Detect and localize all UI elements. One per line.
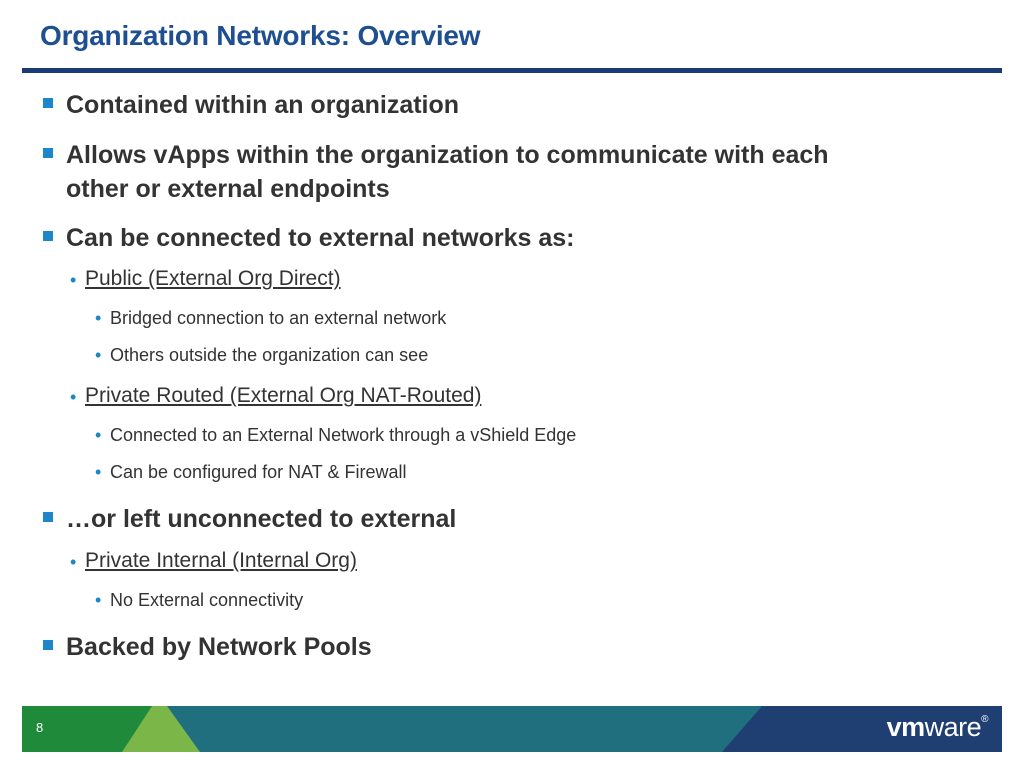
bullet-level3: No External connectivity (110, 590, 304, 610)
footer-navy-band (722, 706, 1002, 752)
bullet-level1: Can be connected to external networks as… (66, 224, 575, 252)
logo-registered-mark: ® (981, 714, 988, 725)
dot-bullet-icon: • (95, 590, 102, 610)
footer-green-band (22, 706, 152, 752)
title-underline (22, 68, 1002, 73)
bullet-level2: Private Routed (External Org NAT-Routed) (85, 384, 482, 407)
dot-bullet-icon: • (70, 552, 77, 572)
square-bullet-icon (43, 640, 53, 650)
footer-graphic (22, 706, 1002, 752)
bullet-level1-continuation: other or external endpoints (66, 175, 390, 203)
bullet-level3: Can be configured for NAT & Firewall (110, 462, 407, 482)
page-number: 8 (36, 720, 44, 735)
bullet-level2: Public (External Org Direct) (85, 267, 341, 290)
bullet-level1: Allows vApps within the organization to … (66, 141, 829, 169)
dot-bullet-icon: • (70, 387, 77, 407)
vmware-logo: vmware® (886, 712, 989, 743)
slide-title: Organization Networks: Overview (40, 20, 481, 51)
footer-lightgreen-band (122, 706, 200, 752)
bullet-level1: Backed by Network Pools (66, 633, 372, 661)
logo-vm: vm (886, 712, 926, 742)
square-bullet-icon (43, 512, 53, 522)
dot-bullet-icon: • (95, 462, 102, 482)
dot-bullet-icon: • (95, 425, 102, 445)
bullet-level1: …or left unconnected to external (66, 505, 457, 533)
square-bullet-icon (43, 231, 53, 241)
bullet-level3: Connected to an External Network through… (110, 425, 577, 445)
bullet-level2: Private Internal (Internal Org) (85, 549, 357, 572)
square-bullet-icon (43, 98, 53, 108)
dot-bullet-icon: • (70, 270, 77, 290)
logo-ware: ware (924, 712, 982, 742)
dot-bullet-icon: • (95, 308, 102, 328)
square-bullet-icon (43, 148, 53, 158)
dot-bullet-icon: • (95, 345, 102, 365)
bullet-level3: Bridged connection to an external networ… (110, 308, 447, 328)
bullet-level1: Contained within an organization (66, 91, 460, 119)
footer-band: 8 vmware® (22, 706, 1002, 752)
bullet-level3: Others outside the organization can see (110, 345, 429, 365)
